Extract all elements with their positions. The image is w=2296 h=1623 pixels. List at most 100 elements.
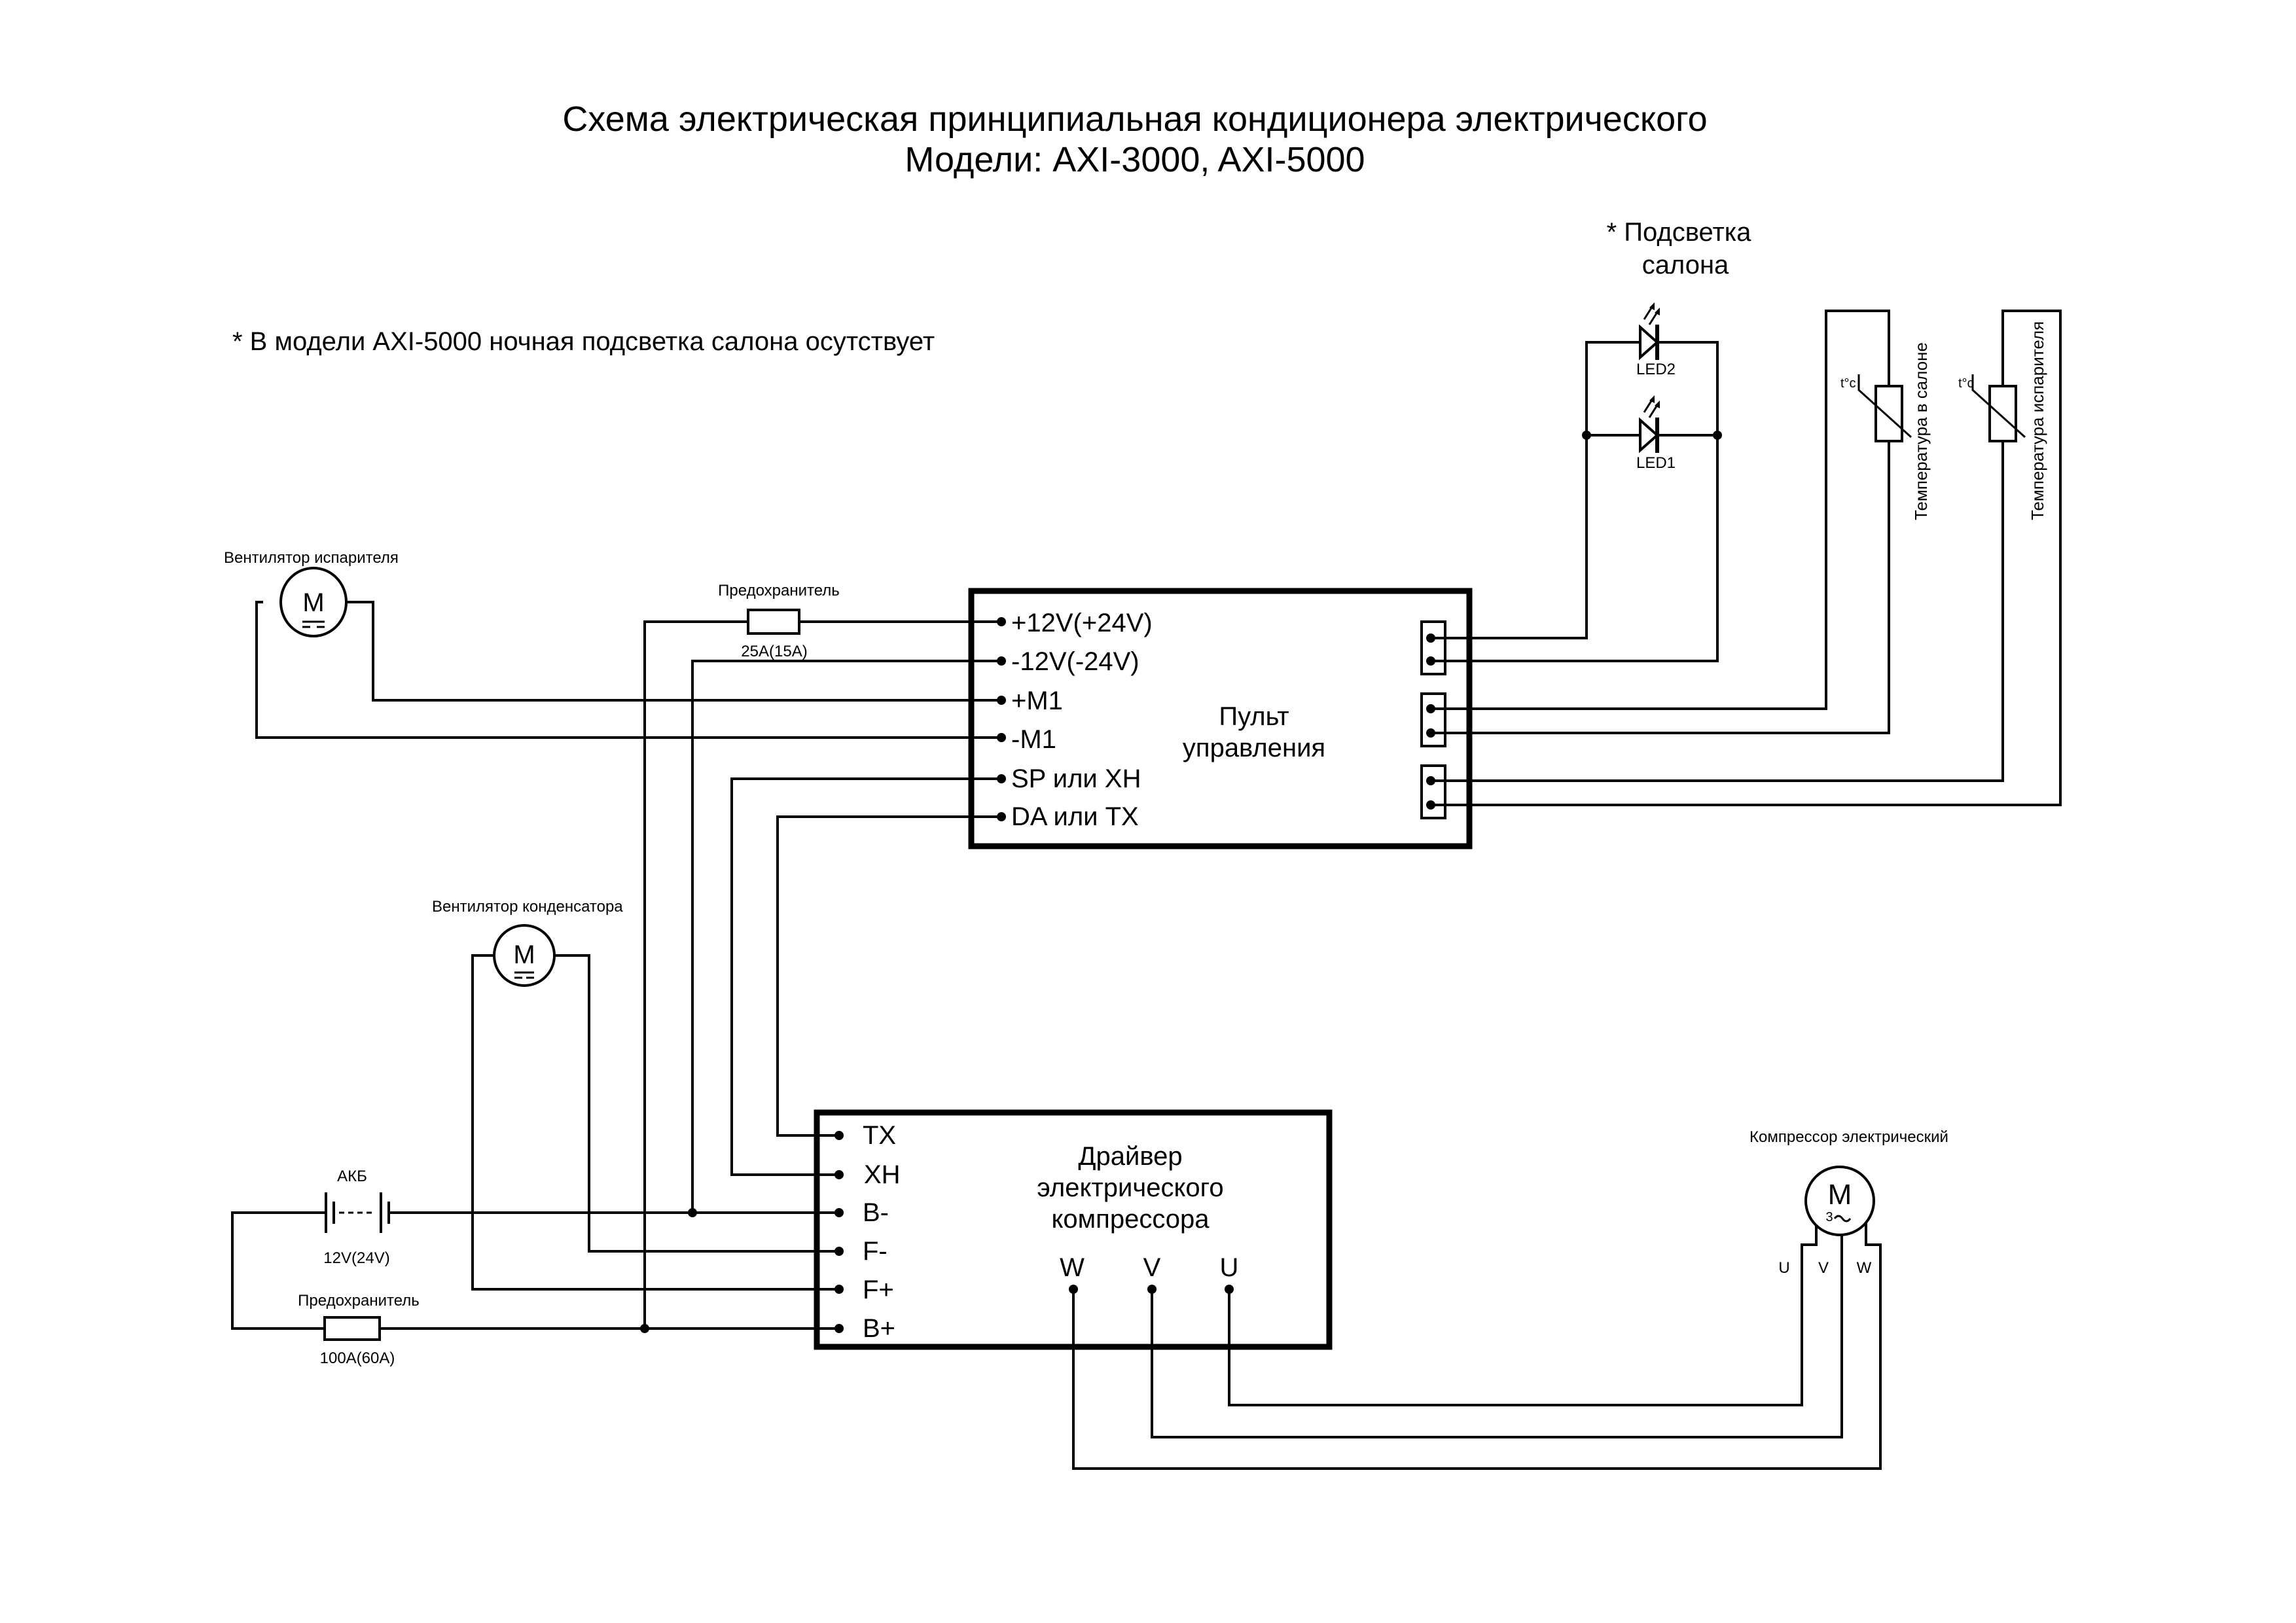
led1-icon [1639,395,1660,454]
fuse-small-label: Предохранитель [718,582,840,599]
connector-led [1420,620,1446,675]
evaporator-sensor-label: Температура испарителя [2028,321,2047,520]
panel-pin-label: +M1 [1011,687,1063,715]
pin-dot [997,774,1006,783]
panel-pin-label: -M1 [1011,725,1056,754]
pin-dot [834,1131,844,1140]
control-panel: Пульт управления +12V(+24V) -12V(-24V) +… [968,588,1473,849]
title-line-1: Схема электрическая принципиальная конди… [562,99,1707,139]
sp-xh-wire [730,777,1003,1176]
battery: АКБ 12V(24V) [231,1168,840,1330]
compressor-phase-v: V [1818,1259,1829,1277]
fuse-100a: Предохранитель 100A(60A) [231,1292,840,1367]
condenser-fan-symbol: M [513,940,535,969]
fuse-icon [323,1316,381,1341]
junction-dot [1582,431,1591,440]
power-minus-wire [691,660,1003,1214]
motor-icon [493,924,556,987]
lighting-title-1: * Подсветка [1607,218,1752,247]
panel-title-1: Пульт [1219,702,1289,731]
panel-pin-label: +12V(+24V) [1011,609,1153,637]
pin-dot [834,1170,844,1179]
pin-dot [834,1324,844,1333]
motor-icon [279,567,348,637]
junction-dot [1713,431,1722,440]
evaporator-fan: Вентилятор испарителя M [224,549,1003,739]
condenser-fan-label: Вентилятор конденсатора [432,898,623,916]
lighting-title-2: салона [1642,251,1729,279]
evaporator-sensor-symbol: t°c [1958,376,1974,391]
pin-dot [997,733,1006,742]
condenser-fan-wire-plus [471,954,840,1291]
power-plus-wire [643,620,1003,1330]
panel-pin-label: SP или XH [1011,764,1141,793]
thermistor-icon [1988,385,2017,442]
driver-phase-v: V [1143,1253,1161,1282]
battery-loop-wire [231,1211,327,1330]
evaporator-temp-sensor: t°c Температура испарителя [1445,310,2062,806]
driver-title-1: Драйвер [1078,1142,1182,1171]
led2-label: LED2 [1636,361,1676,378]
evaporator-fan-wire-pos [339,601,1003,702]
pin-dot [997,617,1006,626]
pin-dot [997,696,1006,705]
fuse-25a: Предохранитель 25A(15A) [643,582,1003,1330]
cabin-lighting: * Подсветка салона LED2 LED1 [1582,218,1752,662]
junction-dot [688,1208,697,1217]
pin-dot [997,656,1006,666]
cabin-sensor-label: Температура в салоне [1911,342,1931,520]
da-tx-wire [776,815,1003,1137]
led1-label: LED1 [1636,454,1676,472]
driver-phase-w: W [1060,1253,1085,1282]
cabin-temp-sensor: t°c Температура в салоне [1445,310,1931,734]
fuse-icon [747,609,800,635]
compressor: Компрессор электрический M 3 U V W [1749,1128,1948,1277]
pin-dot [997,812,1006,821]
compressor-symbol: M [1828,1179,1852,1211]
driver-phase-u: U [1220,1253,1239,1282]
pin-dot [834,1285,844,1294]
compressor-driver: Драйвер электрического компрессора TX XH… [814,1109,1333,1350]
pin-dot [834,1208,844,1217]
driver-pin-label: F+ [863,1275,894,1304]
fuse-small-rating: 25A(15A) [741,643,807,660]
compressor-phase-u: U [1778,1259,1789,1277]
driver-title-2: электрического [1037,1173,1223,1202]
driver-title-3: компрессора [1051,1205,1210,1234]
ac-tilde-icon [1833,1215,1852,1222]
compressor-phase-w: W [1857,1259,1872,1277]
compressor-label: Компрессор электрический [1749,1128,1948,1146]
battery-label: АКБ [337,1168,367,1185]
driver-pin-label: XH [864,1160,901,1189]
thermistor-icon [1874,385,1903,442]
model-note: * В модели AXI-5000 ночная подсветка сал… [232,327,935,356]
pin-dot [834,1247,844,1256]
phase-u-wire [1228,1243,1803,1406]
driver-pin-label: F- [863,1237,888,1266]
condenser-fan: Вентилятор конденсатора M [432,898,840,1291]
connector-evaporator-sensor [1420,764,1446,819]
panel-title-2: управления [1183,734,1325,762]
led-rails [1585,341,1719,662]
connector-cabin-sensor [1420,692,1446,747]
evaporator-fan-symbol: M [302,588,324,617]
phase-v-wire [1151,1234,1843,1438]
cabin-sensor-symbol: t°c [1840,376,1856,391]
compressor-subsymbol: 3 [1825,1210,1833,1224]
title-line-2: Модели: AXI-3000, AXI-5000 [905,140,1365,179]
fuse-main-label: Предохранитель [298,1292,420,1310]
led2-icon [1639,302,1660,361]
evaporator-fan-wire-neg [255,601,1003,739]
panel-pin-label: DA или TX [1011,802,1139,831]
three-phase-motor-icon [1804,1166,1875,1236]
battery-voltage: 12V(24V) [323,1249,389,1267]
condenser-fan-wire-minus [552,954,840,1253]
panel-pin-label: -12V(-24V) [1011,647,1139,676]
driver-pin-label: TX [863,1121,896,1150]
evaporator-fan-label: Вентилятор испарителя [224,549,399,567]
driver-pin-label: B- [863,1198,889,1227]
junction-dot [640,1324,649,1333]
fuse-main-rating: 100A(60A) [320,1349,395,1367]
phase-w-wire [1072,1243,1882,1470]
